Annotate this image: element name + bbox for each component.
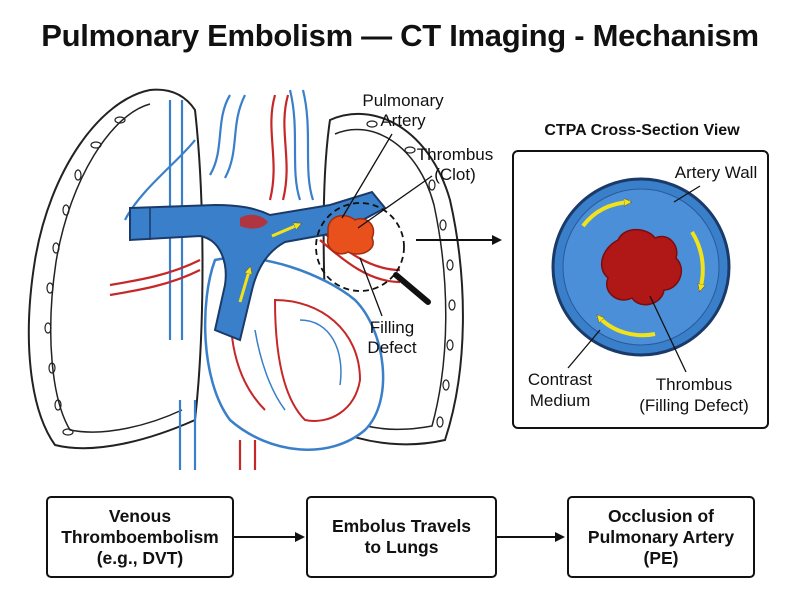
label-pulmonary-artery: Pulmonary Artery <box>341 91 444 219</box>
artery-flow-arrows <box>238 224 300 303</box>
ctpa-label-thrombus-line1: Thrombus <box>656 375 733 394</box>
label-thrombus-line1: Thrombus <box>417 145 494 164</box>
ctpa-label-thrombus-line2: (Filling Defect) <box>639 396 749 415</box>
label-filling-defect-line2: Defect <box>367 338 416 357</box>
ctpa-title: CTPA Cross-Section View <box>544 122 740 139</box>
pulmonary-artery <box>129 190 387 342</box>
ctpa-panel: CTPA Cross-Section View Artery Wall Cont… <box>512 122 769 429</box>
ctpa-label-contrast-line2: Medium <box>530 391 590 410</box>
magnifier-icon <box>315 202 431 305</box>
flow-box-embolus-travels: Embolus Travels to Lungs <box>306 496 497 578</box>
flow-box-3-line1: Occlusion of <box>608 505 714 526</box>
flow-box-2-line2: to Lungs <box>364 537 439 557</box>
label-thrombus-line2: (Clot) <box>434 165 476 184</box>
flow-box-1-line3: (e.g., DVT) <box>96 547 184 568</box>
heart <box>203 256 385 451</box>
label-thrombus: Thrombus (Clot) <box>357 145 494 229</box>
ctpa-label-artery-wall: Artery Wall <box>675 163 758 182</box>
label-pulmonary-artery-line1: Pulmonary <box>362 91 444 110</box>
flow-box-1-line2: Thromboembolism <box>61 526 219 547</box>
flow-box-2-line1: Embolus Travels <box>331 516 472 536</box>
ctpa-flow-arrows <box>581 202 703 338</box>
left-lung <box>27 88 204 450</box>
flow-box-3-line2: Pulmonary Artery <box>587 526 735 547</box>
flow-box-occlusion: Occlusion of Pulmonary Artery (PE) <box>567 496 755 578</box>
ctpa-thrombus <box>600 228 682 306</box>
ctpa-label-contrast-line1: Contrast <box>528 370 593 389</box>
flow-box-3-line3: (PE) <box>643 547 679 568</box>
page-title: Pulmonary Embolism — CT Imaging - Mechan… <box>41 18 759 53</box>
flow-box-1-line1: Venous <box>108 505 172 526</box>
label-filling-defect: Filling Defect <box>359 257 417 357</box>
flow-box-venous-thromboembolism: Venous Thromboembolism (e.g., DVT) <box>46 496 234 578</box>
label-filling-defect-line1: Filling <box>370 318 414 337</box>
label-pulmonary-artery-line2: Artery <box>380 111 426 130</box>
